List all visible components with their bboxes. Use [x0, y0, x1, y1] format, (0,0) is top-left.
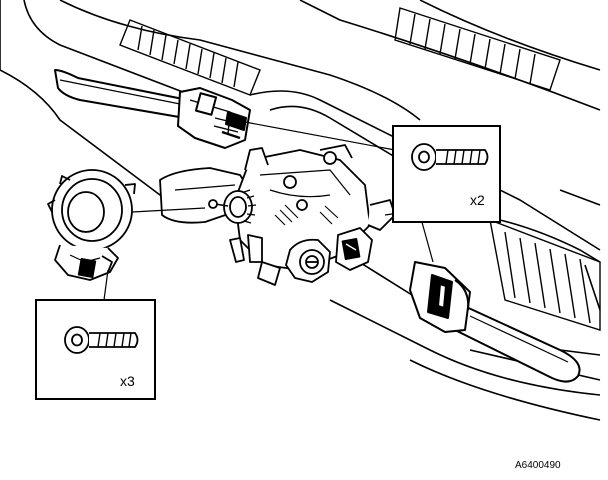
vent-grille-right	[489, 218, 601, 331]
wiper-stalk	[409, 214, 581, 383]
callout-quantity-label: x2	[470, 192, 485, 208]
bolt-icon	[411, 143, 489, 171]
turn-signal-stalk	[54, 69, 396, 151]
steering-column	[159, 144, 421, 286]
bolt-icon	[64, 326, 139, 354]
clock-spring	[47, 169, 206, 301]
vent-grille-left	[119, 19, 261, 96]
callout-box-x2: x2	[392, 125, 501, 223]
vent-grille-upper-right	[394, 7, 561, 91]
callout-quantity-label: x3	[120, 373, 135, 389]
callout-box-x3: x3	[35, 299, 156, 400]
figure-reference-code: A6400490	[515, 460, 561, 471]
